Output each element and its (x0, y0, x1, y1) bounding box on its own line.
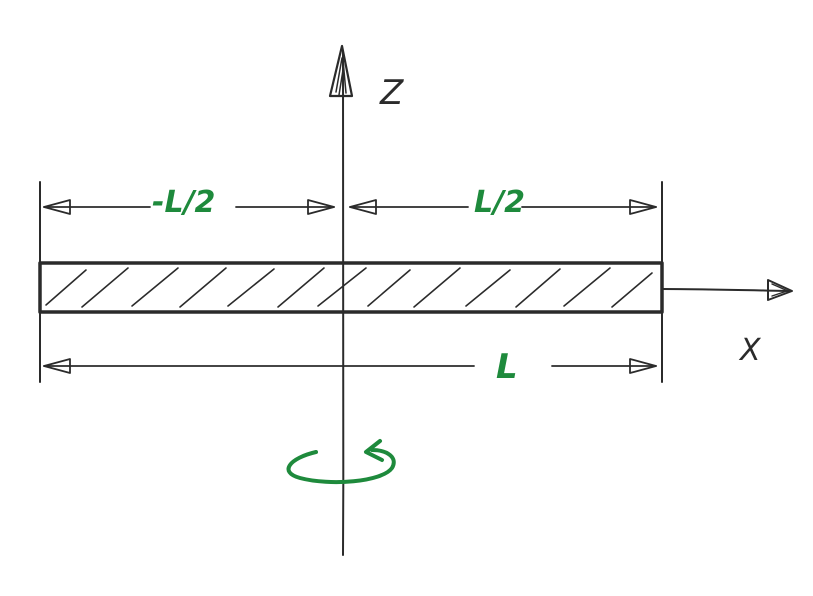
dimension-left-half-label: -L/2 (152, 185, 215, 220)
rotation-arrow-icon (286, 439, 396, 485)
dimension-right-half (349, 199, 657, 215)
dimension-total-length-label: L (496, 347, 518, 387)
rod-hatching (45, 267, 653, 308)
z-axis (328, 44, 354, 556)
x-axis-label: X (738, 333, 762, 368)
x-axis (661, 279, 793, 301)
extension-lines (39, 181, 663, 383)
dimension-total-length (43, 358, 657, 374)
dimension-left-half (43, 199, 335, 215)
rod (38, 261, 664, 314)
z-axis-label: Z (379, 73, 404, 113)
dimension-right-half-label: L/2 (474, 185, 525, 220)
